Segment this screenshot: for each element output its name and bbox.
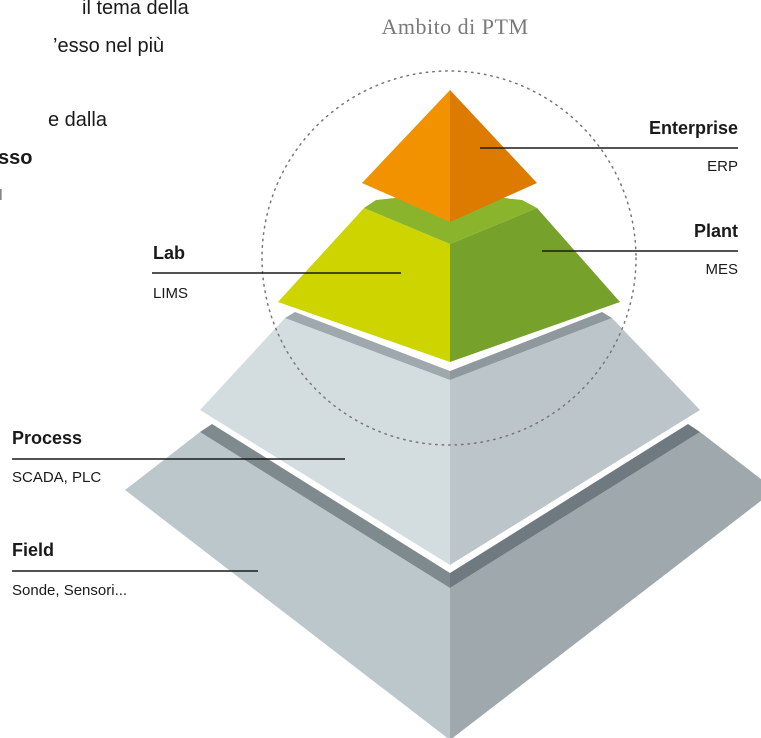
process-layer-rim-right	[450, 312, 612, 380]
intro-text-line-2: ’esso nel più	[53, 35, 165, 57]
plant-desc: MES	[705, 261, 738, 278]
lab-desc: LIMS	[153, 285, 189, 302]
enterprise-desc: ERP	[707, 158, 738, 175]
intro-text-line-5: ı	[0, 183, 4, 205]
intro-text-line-4: sso	[0, 146, 32, 170]
field-layer-left-face	[125, 432, 450, 738]
enterprise-left-face	[362, 90, 450, 222]
intro-text-line-1: il tema della	[82, 0, 189, 19]
lab-face	[278, 208, 450, 362]
field-layer-top-rim-right	[450, 424, 700, 588]
field-layer-right-face	[450, 432, 761, 738]
field-layer-top-rim-left	[200, 424, 450, 588]
field-label: Field	[12, 540, 55, 560]
process-desc: SCADA, PLC	[12, 469, 102, 486]
ptm-scope-circle	[261, 70, 637, 446]
lab-label: Lab	[153, 243, 186, 263]
process-layer-right-face	[450, 318, 700, 565]
process-layer-left-face	[200, 318, 450, 565]
intro-text-line-3: e dalla	[48, 109, 107, 131]
field-desc: Sonde, Sensori...	[12, 582, 128, 599]
enterprise-right-face	[450, 90, 537, 222]
plant-label: Plant	[693, 221, 738, 241]
plant-face	[450, 208, 620, 362]
process-layer-rim-left	[285, 312, 450, 380]
process-label: Process	[12, 428, 83, 448]
diagram-title: Ambito di PTM	[381, 14, 529, 39]
enterprise-label: Enterprise	[648, 118, 738, 138]
intro-text-bold: sso	[0, 147, 33, 169]
